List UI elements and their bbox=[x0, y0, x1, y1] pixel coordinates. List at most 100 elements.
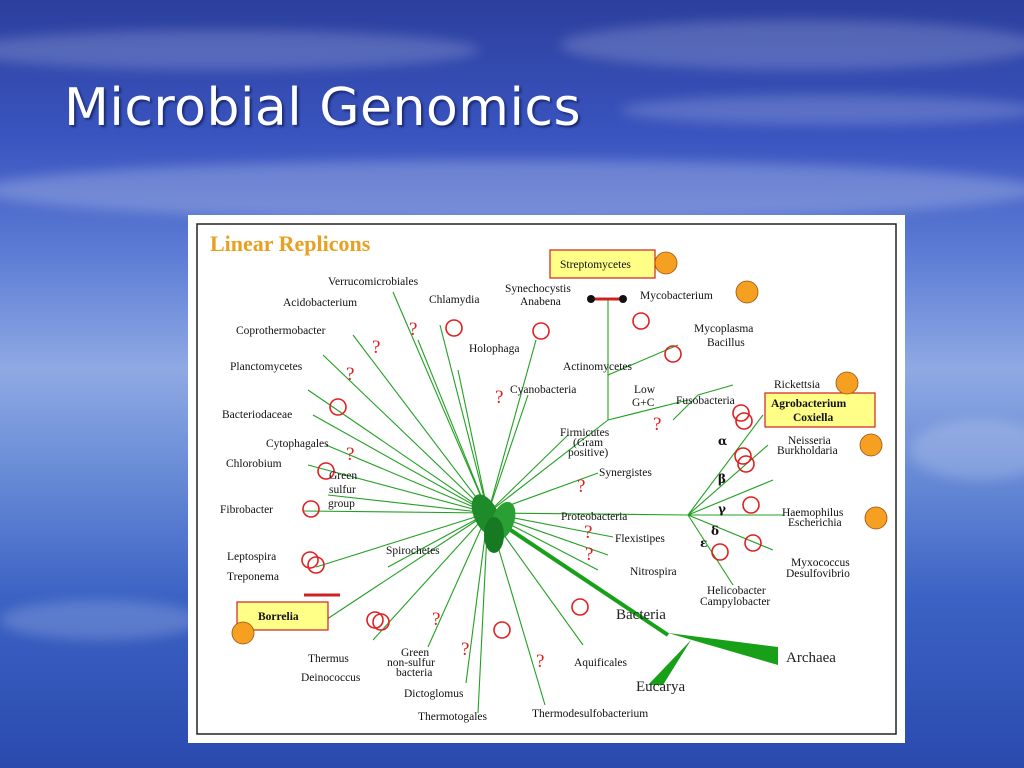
linear-replicons-figure: Linear Replicons bbox=[188, 215, 905, 743]
label-fibrobacter: Fibrobacter bbox=[220, 504, 273, 516]
label-anabena: Anabena bbox=[520, 296, 561, 308]
delta-marker: δ bbox=[711, 524, 719, 538]
label-sulfur: sulfur bbox=[329, 484, 356, 496]
question-mark: ? bbox=[577, 476, 585, 497]
label-neisseria: Neisseria bbox=[788, 435, 831, 447]
label-non-sulfur: non-sulfur bbox=[387, 657, 435, 669]
label-thermus: Thermus bbox=[308, 653, 349, 665]
agrobacterium-box bbox=[764, 392, 876, 428]
label-chlorobium: Chlorobium bbox=[226, 458, 282, 470]
chlamydia-ring bbox=[445, 319, 463, 337]
question-mark: ? bbox=[461, 639, 469, 660]
label-proteobacteria: Proteobacteria bbox=[561, 511, 627, 523]
label-borrelia: Borrelia bbox=[258, 611, 299, 623]
label-fusobacteria: Fusobacteria bbox=[676, 395, 735, 407]
haemophilus-ring bbox=[742, 496, 760, 514]
question-mark: ? bbox=[432, 609, 440, 630]
label-myxococcus: Myxococcus bbox=[791, 557, 850, 569]
background-streak bbox=[620, 95, 1024, 125]
background-streak bbox=[0, 160, 1024, 220]
label-mycobacterium: Mycobacterium bbox=[640, 290, 713, 302]
label-firmicutes: Firmicutes bbox=[560, 427, 610, 439]
label-haemophilus: Haemophilus bbox=[782, 507, 844, 519]
label-holophaga: Holophaga bbox=[469, 343, 519, 355]
question-mark: ? bbox=[495, 387, 503, 408]
orange-dots bbox=[231, 251, 888, 645]
background-streak bbox=[0, 30, 480, 70]
label-eucarya: Eucarya bbox=[636, 679, 685, 695]
label-leptospira: Leptospira bbox=[227, 551, 276, 563]
epsilon-marker: ε bbox=[700, 536, 707, 550]
label-dictoglomus: Dictoglomus bbox=[404, 688, 464, 700]
borrelia-box bbox=[236, 601, 329, 631]
label-gc: G+C bbox=[632, 397, 655, 409]
label-deinococcus: Deinococcus bbox=[301, 672, 361, 684]
question-mark: ? bbox=[585, 544, 593, 565]
streptomycetes-dot bbox=[654, 251, 678, 275]
label-planctomycetes: Planctomycetes bbox=[230, 361, 303, 373]
leptospira-ring-2 bbox=[307, 556, 325, 574]
label-coxiella: Coxiella bbox=[793, 412, 833, 424]
aquificales-ring bbox=[571, 598, 589, 616]
label-desulfovibrio: Desulfovibrio bbox=[786, 568, 850, 580]
label-cyanobacteria: Cyanobacteria bbox=[510, 384, 576, 396]
figure-heading: Linear Replicons bbox=[210, 231, 371, 256]
chlorobium-ring bbox=[317, 462, 335, 480]
question-mark: ? bbox=[346, 364, 354, 385]
label-chlamydia: Chlamydia bbox=[429, 294, 479, 306]
leptospira-ring-1 bbox=[301, 551, 319, 569]
label-mycoplasma: Mycoplasma bbox=[694, 323, 753, 335]
fibrobacter-ring bbox=[302, 500, 320, 518]
anabena-ring bbox=[532, 322, 550, 340]
label-rickettsia: Rickettsia bbox=[774, 379, 820, 391]
thermus-ring-2 bbox=[372, 613, 390, 631]
neisseria-ring-2 bbox=[737, 455, 755, 473]
label-campylobacter: Campylobacter bbox=[700, 596, 770, 608]
label-green-nonsulfur: Green bbox=[401, 647, 429, 659]
neisseria-dot bbox=[859, 433, 883, 457]
archaea-domain-wedge bbox=[668, 633, 778, 665]
label-cytophagales: Cytophagales bbox=[266, 438, 329, 450]
helicobacter-ring bbox=[711, 543, 729, 561]
gamma-marker: γ bbox=[718, 502, 726, 516]
label-verrucomicrobiales: Verrucomicrobiales bbox=[328, 276, 419, 288]
label-helicobacter: Helicobacter bbox=[707, 585, 766, 597]
mycoplasma-ring bbox=[664, 345, 682, 363]
label-burkholdaria: Burkholdaria bbox=[777, 445, 838, 457]
question-mark: ? bbox=[653, 414, 661, 435]
background-streak bbox=[0, 600, 200, 640]
question-mark: ? bbox=[372, 337, 380, 358]
label-treponema: Treponema bbox=[227, 571, 279, 583]
streptomycetes-box bbox=[549, 249, 656, 279]
label-group: group bbox=[328, 498, 355, 510]
label-bacteria: Bacteria bbox=[616, 607, 666, 623]
bacteria-domain-branch bbox=[486, 513, 670, 637]
figure-svg: Linear Replicons bbox=[196, 223, 897, 735]
label-acidobacterium: Acidobacterium bbox=[283, 297, 357, 309]
label-aquificales: Aquificales bbox=[574, 657, 628, 669]
fusobacteria-ring-1 bbox=[732, 404, 750, 422]
background-streak bbox=[910, 420, 1024, 480]
green-leaf-icon bbox=[471, 494, 516, 553]
label-thermotogales: Thermotogales bbox=[418, 711, 488, 723]
slide-title: Microbial Genomics bbox=[64, 78, 582, 138]
bar-end-dot bbox=[619, 295, 627, 303]
haemophilus-dot bbox=[864, 506, 888, 530]
label-spirochetes: Spirochetes bbox=[386, 545, 440, 557]
label-escherichia: Escherichia bbox=[788, 517, 842, 529]
alpha-marker: α bbox=[718, 434, 727, 448]
label-positive: positive) bbox=[568, 447, 608, 459]
question-mark: ? bbox=[346, 444, 354, 465]
bacteriodaceae-ring bbox=[329, 398, 347, 416]
label-bacteriodaceae: Bacteriodaceae bbox=[222, 409, 292, 421]
label-actinomycetes: Actinomycetes bbox=[563, 361, 633, 373]
question-mark: ? bbox=[409, 319, 417, 340]
label-green: Green bbox=[329, 470, 357, 482]
label-nitrospira: Nitrospira bbox=[630, 566, 677, 578]
label-thermodesulfobacterium: Thermodesulfobacterium bbox=[532, 708, 648, 720]
label-bacillus: Bacillus bbox=[707, 337, 745, 349]
eucarya-domain-wedge bbox=[648, 640, 691, 685]
myxococcus-ring bbox=[744, 534, 762, 552]
neisseria-ring-1 bbox=[734, 447, 752, 465]
fusobacteria-ring-2 bbox=[735, 412, 753, 430]
